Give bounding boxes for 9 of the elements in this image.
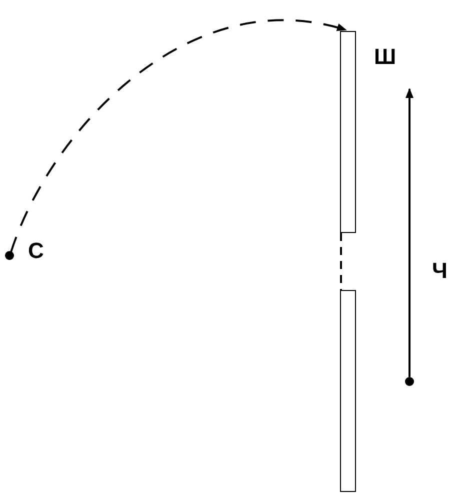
arrow: [406, 88, 414, 377]
trajectory-arrow: [10, 20, 347, 252]
point-dot: [5, 251, 14, 260]
gap-line: [340, 233, 342, 290]
point-label: С: [28, 240, 44, 262]
point-dot: [405, 377, 414, 386]
screen-plate: [340, 31, 356, 233]
point-label: Ш: [374, 46, 396, 68]
screen-plate: [340, 290, 356, 492]
